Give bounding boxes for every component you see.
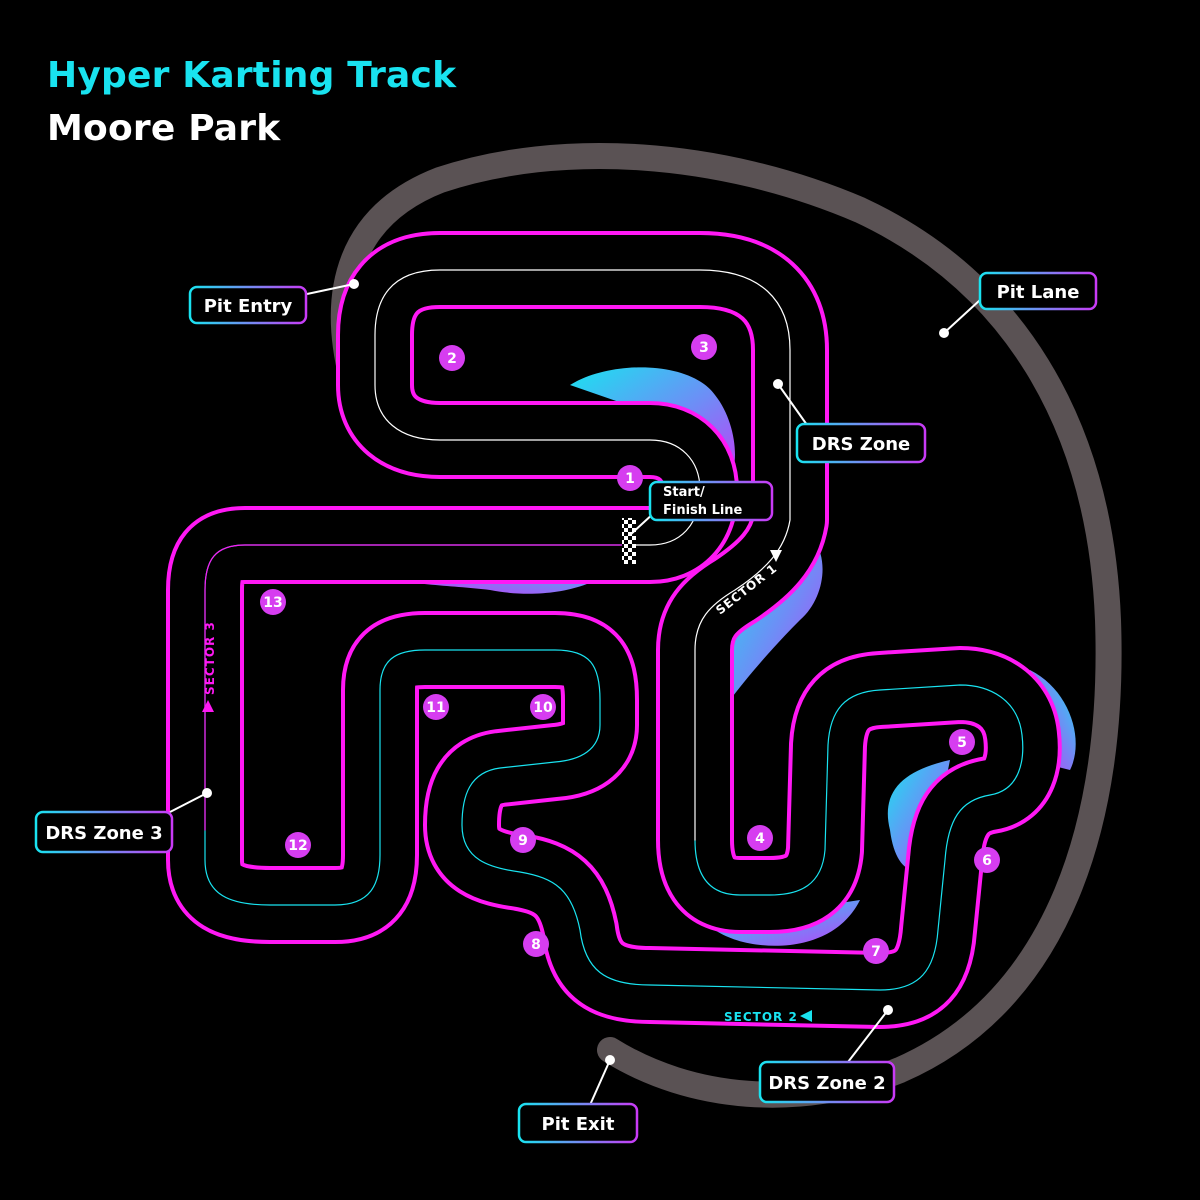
pit-lane-path (330, 143, 1122, 1108)
turn-marker: 8 (523, 931, 549, 957)
svg-text:Pit Exit: Pit Exit (542, 1114, 615, 1135)
turn-marker: 1 (617, 465, 643, 491)
svg-text:8: 8 (531, 937, 541, 953)
callout-drs-zone-2: DRS Zone 2 (758, 1060, 896, 1104)
turn-marker: 11 (423, 694, 449, 720)
turn-marker: 2 (439, 345, 465, 371)
glow-blob (570, 367, 735, 480)
svg-text:DRS Zone 3: DRS Zone 3 (45, 823, 162, 844)
start-finish-checker (622, 518, 636, 564)
svg-text:11: 11 (426, 700, 445, 716)
svg-text:9: 9 (518, 833, 528, 849)
sector-2-arrow (800, 1010, 812, 1022)
svg-text:DRS Zone: DRS Zone (812, 434, 910, 455)
turn-markers: 1 2 3 4 5 6 7 8 9 10 11 12 13 (260, 334, 1000, 964)
svg-text:Start/: Start/ (663, 485, 705, 500)
turn-marker: 10 (530, 694, 556, 720)
svg-text:Pit Lane: Pit Lane (997, 282, 1080, 303)
race-track (166, 231, 1062, 1029)
turn-marker: 5 (949, 729, 975, 755)
turn-marker: 7 (863, 938, 889, 964)
callout-drs-zone-3: DRS Zone 3 (34, 810, 174, 854)
turn-marker: 13 (260, 589, 286, 615)
svg-text:Finish Line: Finish Line (663, 503, 743, 518)
svg-text:DRS Zone 2: DRS Zone 2 (768, 1073, 885, 1094)
svg-text:13: 13 (263, 595, 282, 611)
svg-text:5: 5 (957, 735, 967, 751)
svg-text:4: 4 (755, 831, 765, 847)
callout-drs-zone: DRS Zone (795, 422, 927, 464)
sector-3-arrow (202, 700, 214, 712)
racing-line (374, 269, 791, 841)
turn-marker: 4 (747, 825, 773, 851)
sector-3-label: SECTOR 3 (203, 621, 217, 695)
svg-text:Pit Entry: Pit Entry (204, 296, 293, 317)
sector-2-label: SECTOR 2 (724, 1010, 798, 1024)
turn-marker: 6 (974, 847, 1000, 873)
callout-dots (202, 279, 949, 1065)
turn-marker: 12 (285, 832, 311, 858)
turn-marker: 9 (510, 827, 536, 853)
svg-text:6: 6 (982, 853, 992, 869)
sector-1-arrow (770, 550, 782, 562)
svg-text:2: 2 (447, 351, 457, 367)
svg-text:10: 10 (533, 700, 553, 716)
callout-pit-lane: Pit Lane (978, 271, 1098, 311)
svg-text:1: 1 (625, 471, 635, 487)
turn-marker: 3 (691, 334, 717, 360)
racing-line (204, 544, 1024, 991)
callout-start-finish: Start/ Finish Line (648, 480, 774, 522)
svg-text:12: 12 (288, 838, 307, 854)
callout-pit-entry: Pit Entry (188, 285, 308, 325)
svg-text:7: 7 (871, 944, 881, 960)
callout-pit-exit: Pit Exit (517, 1102, 639, 1144)
racing-line (204, 544, 631, 831)
map-subtitle: Moore Park (47, 108, 281, 149)
map-title: Hyper Karting Track (47, 55, 457, 96)
svg-text:3: 3 (699, 340, 709, 356)
